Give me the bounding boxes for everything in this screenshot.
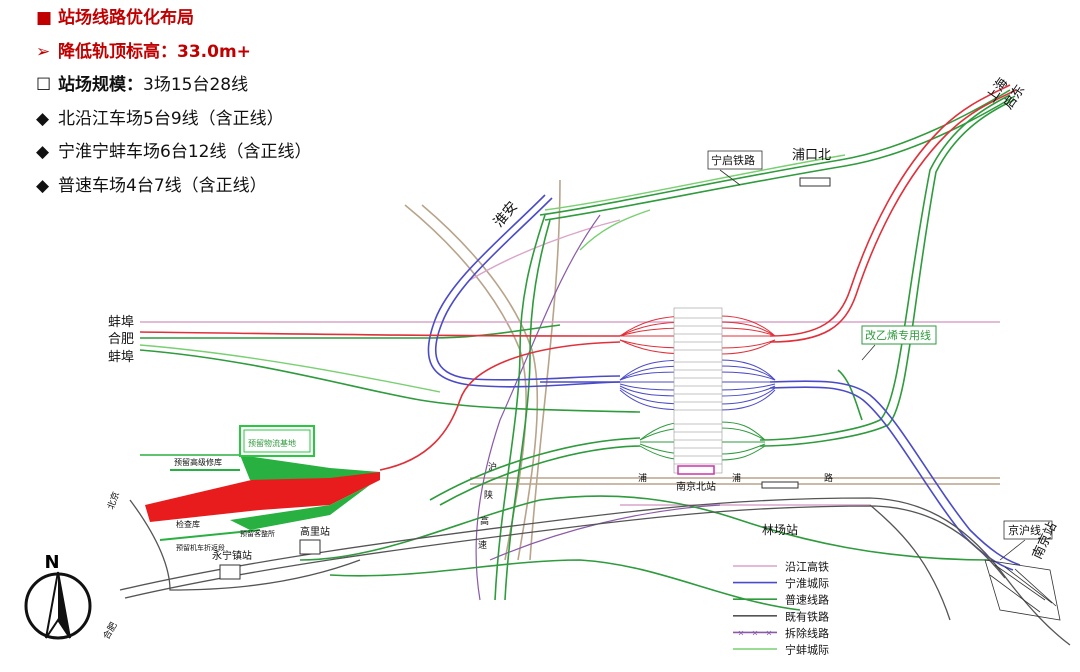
legend-item: 沿江高铁 [733,560,829,574]
legend-label: 沿江高铁 [785,560,829,574]
legend-cross-mark: × [766,628,773,637]
ningbeng-lines [139,154,846,393]
legend-item: 宁蚌城际 [733,643,829,657]
legend-item: 既有铁路 [733,609,829,623]
bullet-yard-pusu: ◆普速车场4台7线（含正线） [36,170,311,204]
bullet-yard-ninghuai: ◆宁淮宁蚌车场6台12线（含正线） [36,136,311,170]
label-pu: 浦 [638,472,647,484]
depot-area [140,425,380,541]
diamond-bullet-icon: ◆ [36,142,50,162]
legend-item: 普速线路 [733,593,829,607]
label-gaiyixi: 改乙烯专用线 [865,328,931,342]
bullet-list: ■站场线路优化布局 ➢降低轨顶标高：33.0m+ ☐站场规模：3场15台28线 … [36,2,311,203]
label-ningqi: 宁启铁路 [711,153,755,167]
diamond-bullet-icon: ◆ [36,108,50,129]
legend-label: 拆除线路 [785,626,829,640]
label-bengbu1: 蚌埠 [108,315,134,330]
label-gao: 高 [480,515,489,527]
callout-leaders [719,169,1026,561]
label-shan: 陕 [484,489,493,501]
yanjiang-lines [139,84,1017,471]
station-markers [219,177,831,580]
svg-text:N: N [44,552,59,573]
label-pukoubei: 浦口北 [792,148,831,163]
label-nanjingbei: 南京北站 [676,480,716,493]
label-yuliu-wuliu: 预留物流基地 [248,438,296,448]
label-hefei1: 合肥 [108,332,134,347]
bullet-rail-elevation: ➢降低轨顶标高：33.0m+ [36,36,311,70]
legend-label: 既有铁路 [785,609,829,623]
label-tong: 速 [478,540,487,551]
label-yuliu-gaoji: 预留高级修库 [174,457,222,467]
label-bengbu2: 蚌埠 [108,350,134,365]
legend-label: 普速线路 [785,593,829,607]
label-huaian: 淮安 [491,199,521,231]
label-yongningzhen: 永宁镇站 [212,549,252,562]
legend-cross-mark: × [752,628,759,637]
legend-label: 宁蚌城际 [785,643,829,657]
nanjing-station-area [984,559,1061,621]
label-jianchaku: 检查库 [176,519,200,529]
label-beijing: 北京 [105,490,122,511]
platform-ticks [674,317,722,465]
legend-item: × × × 拆除线路 [733,626,829,640]
diamond-bullet-icon: ◆ [36,175,50,196]
legend-item: 宁淮城际 [733,576,829,590]
label-hefei2: 合肥 [100,620,119,642]
north-compass-icon: N [24,552,92,640]
callout-boxes [707,150,1053,540]
ninghuai-lines [427,194,1021,571]
hollow-square-bullet-icon: ☐ [36,75,52,95]
existing-railway [119,497,1071,646]
label-yuliu-zheji: 预留机车折返段 [176,543,225,552]
label-pu2: 浦 [732,472,741,484]
bullet-yard-north: ◆北沿江车场5台9线（含正线） [36,103,311,137]
arrow-bullet-icon: ➢ [36,41,51,62]
pusu-lines [139,89,1016,611]
label-yuliu-jiche: 预留客整所 [240,529,275,538]
label-linchang: 林场站 [762,523,798,537]
label-jinghu: 京沪线 [1008,523,1041,537]
label-lu: 路 [824,472,833,484]
bullet-station-scale: ☐站场规模：3场15台28线 [36,69,311,103]
label-gaolizhan: 高里站 [300,525,330,538]
bullet-title: ■站场线路优化布局 [36,2,311,36]
legend-label: 宁淮城际 [785,576,829,590]
yanjiang-thin-lines [140,219,1000,506]
square-bullet-icon: ■ [36,8,53,28]
platform-blocks [673,307,723,474]
legend-cross-mark: × [738,628,745,637]
label-huning: 沪 [488,461,497,473]
